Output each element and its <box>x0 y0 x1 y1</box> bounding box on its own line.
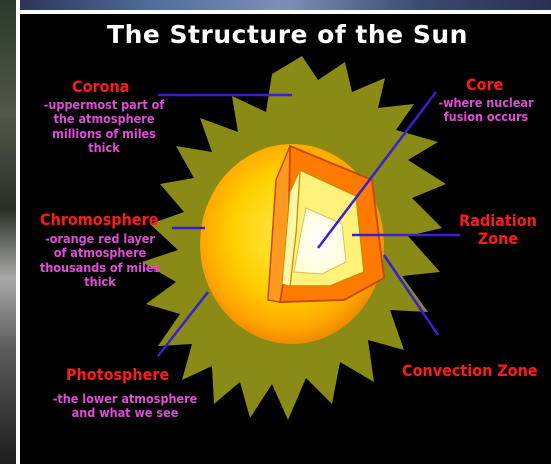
core-description: -where nuclear fusion occurs <box>426 96 546 125</box>
core-desc-line: -where nuclear <box>426 96 546 110</box>
corona-desc-line: -uppermost part of <box>38 98 170 112</box>
chromosphere-desc-line: thousands of miles <box>28 261 172 275</box>
photosphere-desc-line: and what we see <box>32 406 218 420</box>
core-heading: Core <box>466 76 503 94</box>
diagram-title: The Structure of the Sun <box>24 20 551 49</box>
radiation-zone-heading: Radiation Zone <box>450 212 546 249</box>
corona-desc-line: the atmosphere <box>38 112 170 126</box>
chromosphere-description: -orange red layer of atmosphere thousand… <box>28 232 172 290</box>
chromosphere-desc-line: thick <box>28 275 172 289</box>
corona-desc-line: thick <box>38 141 170 155</box>
radiation-zone-line: Radiation <box>450 212 546 230</box>
corona-description: -uppermost part of the atmosphere millio… <box>38 98 170 156</box>
convection-zone-heading: Convection Zone <box>402 362 538 380</box>
chromosphere-desc-line: -orange red layer <box>28 232 172 246</box>
corona-heading: Corona <box>72 78 129 96</box>
radiation-zone-line: Zone <box>450 230 546 248</box>
chromosphere-desc-line: of atmosphere <box>28 246 172 260</box>
photosphere-desc-line: -the lower atmosphere <box>32 392 218 406</box>
core-desc-line: fusion occurs <box>426 110 546 124</box>
corona-desc-line: millions of miles <box>38 127 170 141</box>
photosphere-description: -the lower atmosphere and what we see <box>32 392 218 421</box>
photosphere-heading: Photosphere <box>66 366 169 384</box>
chromosphere-heading: Chromosphere <box>40 211 158 229</box>
